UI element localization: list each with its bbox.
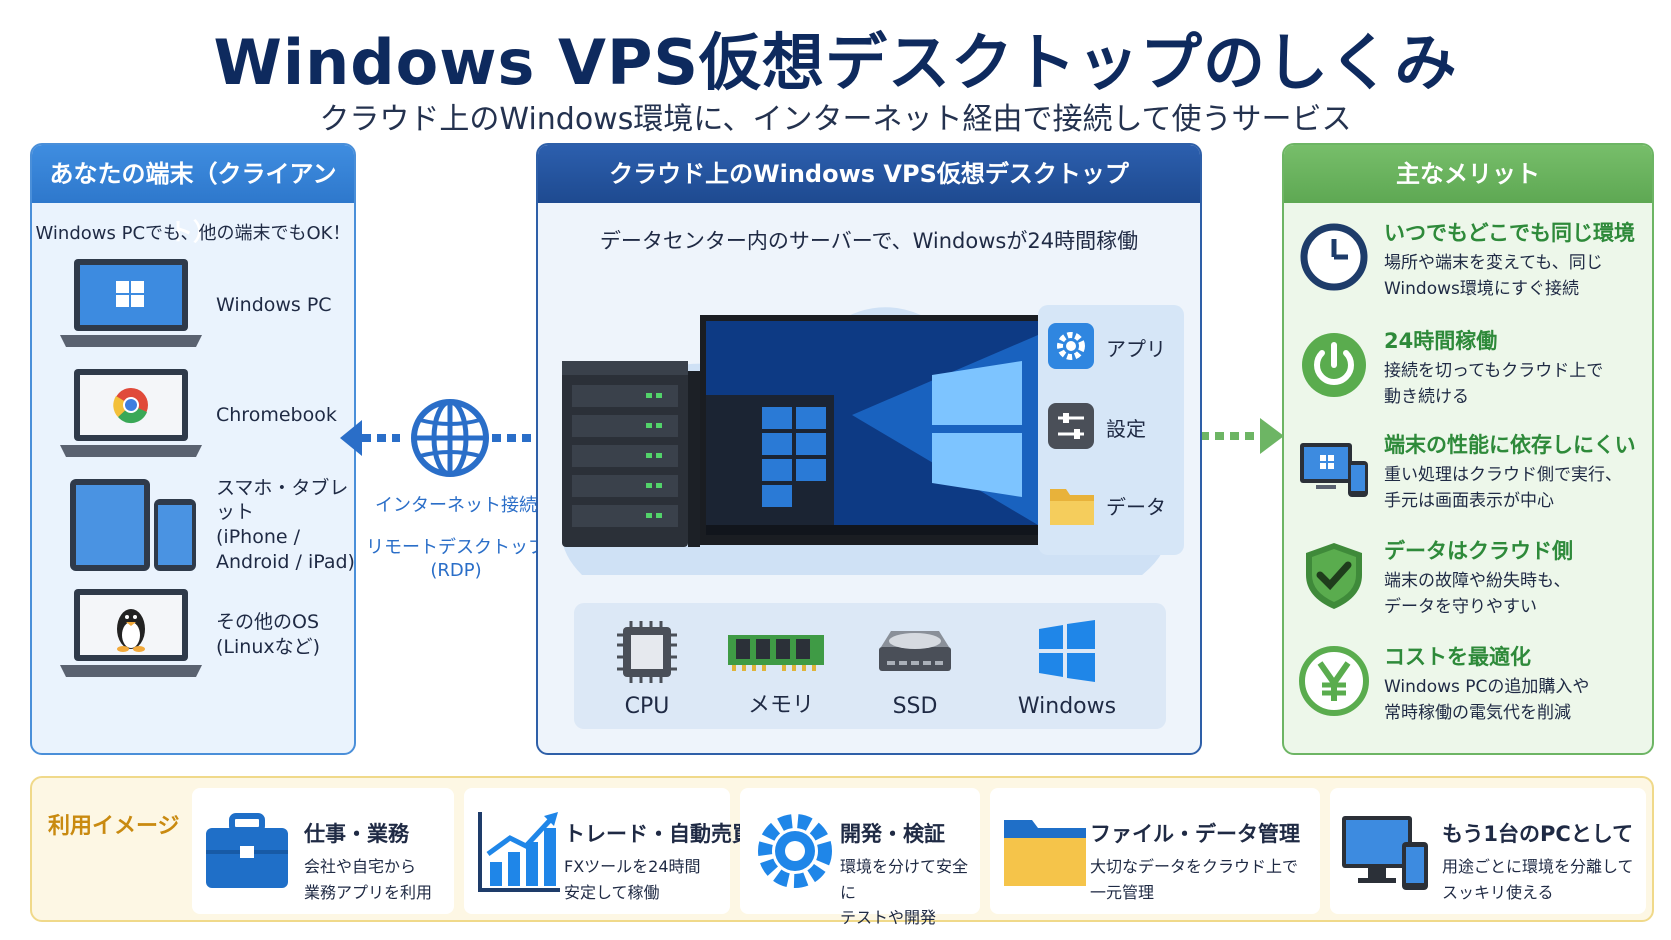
linux-laptop-icon xyxy=(60,589,202,677)
usage-item: ファイル・データ管理 大切なデータをクラウド上で 一元管理 xyxy=(990,788,1320,914)
internet-label: インターネット接続 xyxy=(375,495,537,516)
ssd-icon xyxy=(879,631,951,671)
sliders-icon xyxy=(1048,403,1094,449)
monitor-phone-icon xyxy=(1342,816,1428,890)
power-icon xyxy=(1302,333,1366,397)
app-label: 設定 xyxy=(1106,417,1146,441)
merit-desc: 接続を切ってもクラウド上で 動き続ける xyxy=(1384,361,1604,407)
rdp-label: リモートデスクトップ (RDP) xyxy=(366,537,546,582)
device-chromebook: Chromebook xyxy=(56,365,346,465)
client-panel-title: あなたの端末（クライアント） xyxy=(32,145,354,246)
usage-title: トレード・自動売買 xyxy=(564,822,753,846)
merit-desc: 端末の故障や紛失時も、 データを守りやすい xyxy=(1384,571,1571,617)
tablet-phone-icon xyxy=(70,479,196,571)
yen-icon xyxy=(1299,646,1369,716)
cloud-panel-title: クラウド上のWindows VPS仮想デスクトップ xyxy=(538,145,1200,203)
client-panel: あなたの端末（クライアント） Windows PCでも、他の端末でもOK！ Wi… xyxy=(30,143,356,755)
merit-item: 端末の性能に依存しにくい 重い処理はクラウド側で実行、 手元は画面表示が中心 xyxy=(1298,429,1648,529)
vps-apps-panel: アプリ 設定 データ xyxy=(1038,305,1184,555)
merit-arrow xyxy=(1200,418,1284,454)
cloud-panel-subtitle: データセンター内のサーバーで、Windowsが24時間稼働 xyxy=(599,229,1139,253)
gear-icon xyxy=(758,814,832,888)
hardware-windows: Windows xyxy=(1002,603,1132,729)
hardware-memory: メモリ xyxy=(716,603,846,729)
merit-desc: 場所や端末を変えても、同じ Windows環境にすぐ接続 xyxy=(1384,253,1603,299)
app-label: データ xyxy=(1106,495,1166,519)
merit-item: データはクラウド側 端末の故障や紛失時も、 データを守りやすい xyxy=(1298,535,1648,635)
usage-desc: 大切なデータをクラウド上で 一元管理 xyxy=(1090,857,1299,902)
usage-title: もう1台のPCとして xyxy=(1442,822,1634,846)
device-label: Chromebook xyxy=(216,403,337,426)
usage-title: ファイル・データ管理 xyxy=(1090,822,1300,846)
device-tablet-phone: スマホ・タブレット (iPhone / Android / iPad) xyxy=(56,475,354,575)
usage-item: 開発・検証 環境を分けて安全に テストや開発 xyxy=(740,788,980,927)
device-label: Windows PC xyxy=(216,293,332,316)
device-label: スマホ・タブレット (iPhone / Android / iPad) xyxy=(216,476,355,573)
merit-title: データはクラウド側 xyxy=(1384,539,1573,563)
page-title: Windows VPS仮想デスクトップのしくみ xyxy=(213,26,1458,99)
usage-desc: 会社や自宅から 業務アプリを利用 xyxy=(304,857,433,902)
usage-panel: 利用イメージ 仕事・業務 会社や自宅から 業務アプリを利用 トレード・自動売買 … xyxy=(30,776,1654,927)
usage-label: 利用イメージ xyxy=(48,814,180,839)
merit-title: 24時間稼働 xyxy=(1384,329,1498,353)
device-other-os: その他のOS (Linuxなど) xyxy=(56,585,346,685)
clock-icon xyxy=(1300,223,1368,291)
device-label: その他のOS (Linuxなど) xyxy=(216,611,321,658)
merit-title: 端末の性能に依存しにくい xyxy=(1384,433,1636,457)
cloud-panel: クラウド上のWindows VPS仮想デスクトップ データセンター内のサーバーで… xyxy=(536,143,1202,755)
device-windows-pc: Windows PC xyxy=(56,255,346,355)
merits-panel-title: 主なメリット xyxy=(1284,145,1652,203)
connection-area: インターネット接続 リモートデスクトップ (RDP) xyxy=(336,390,566,590)
devices-icon xyxy=(1300,443,1368,497)
cpu-icon xyxy=(617,621,677,683)
hardware-panel: CPU メモリ SSD xyxy=(574,603,1166,729)
merit-desc: 重い処理はクラウド側で実行、 手元は画面表示が中心 xyxy=(1384,465,1622,511)
memory-icon xyxy=(728,635,824,671)
merits-panel: 主なメリット いつでもどこでも同じ環境 場所や端末を変えても、同じ Window… xyxy=(1282,143,1654,755)
merit-item: 24時間稼働 接続を切ってもクラウド上で 動き続ける xyxy=(1298,325,1648,425)
usage-desc: 環境を分けて安全に テストや開発 xyxy=(840,857,969,928)
globe-icon xyxy=(411,399,489,477)
usage-desc: FXツールを24時間 安定して稼働 xyxy=(564,857,701,902)
merit-title: コストを最適化 xyxy=(1384,645,1531,669)
hardware-label: CPU xyxy=(624,694,670,719)
briefcase-icon xyxy=(206,813,288,888)
usage-desc: 用途ごとに環境を分離して スッキリ使える xyxy=(1442,857,1634,902)
client-panel-subtitle: Windows PCでも、他の端末でもOK！ xyxy=(35,223,351,244)
chromebook-icon xyxy=(60,369,202,457)
server-rack-icon xyxy=(562,361,700,547)
merit-item: コストを最適化 Windows PCの追加購入や 常時稼働の電気代を削減 xyxy=(1298,641,1648,741)
usage-title: 仕事・業務 xyxy=(304,822,409,846)
cloud-illustration xyxy=(562,307,1170,575)
usage-item: もう1台のPCとして 用途ごとに環境を分離して スッキリ使える xyxy=(1330,788,1646,914)
app-label: アプリ xyxy=(1106,337,1166,361)
page-subtitle: クラウド上のWindows環境に、インターネット経由で接続して使うサービス xyxy=(319,102,1352,137)
shield-icon xyxy=(1306,543,1362,609)
usage-item: トレード・自動売買 FXツールを24時間 安定して稼働 xyxy=(464,788,753,914)
windows-laptop-icon xyxy=(60,259,202,347)
app-item-apps: アプリ xyxy=(1048,319,1178,375)
app-item-data: データ xyxy=(1048,477,1178,533)
gear-icon xyxy=(1048,323,1094,369)
hardware-ssd: SSD xyxy=(850,603,980,729)
merit-item: いつでもどこでも同じ環境 場所や端末を変えても、同じ Windows環境にすぐ接… xyxy=(1298,217,1648,317)
hardware-label: SSD xyxy=(892,694,938,719)
folder-icon xyxy=(1004,820,1086,886)
hardware-label: メモリ xyxy=(747,693,814,718)
windows-logo-icon xyxy=(1039,620,1095,682)
app-item-settings: 設定 xyxy=(1048,399,1178,455)
usage-title: 開発・検証 xyxy=(840,822,945,846)
hardware-label: Windows xyxy=(1017,694,1117,719)
windows-desktop-monitor-icon xyxy=(700,315,1044,545)
hardware-cpu: CPU xyxy=(582,603,712,729)
usage-item: 仕事・業務 会社や自宅から 業務アプリを利用 xyxy=(192,788,454,914)
merit-title: いつでもどこでも同じ環境 xyxy=(1384,221,1635,245)
merit-desc: Windows PCの追加購入や 常時稼働の電気代を削減 xyxy=(1384,677,1590,723)
chart-icon xyxy=(478,812,560,892)
folder-icon xyxy=(1050,489,1094,525)
